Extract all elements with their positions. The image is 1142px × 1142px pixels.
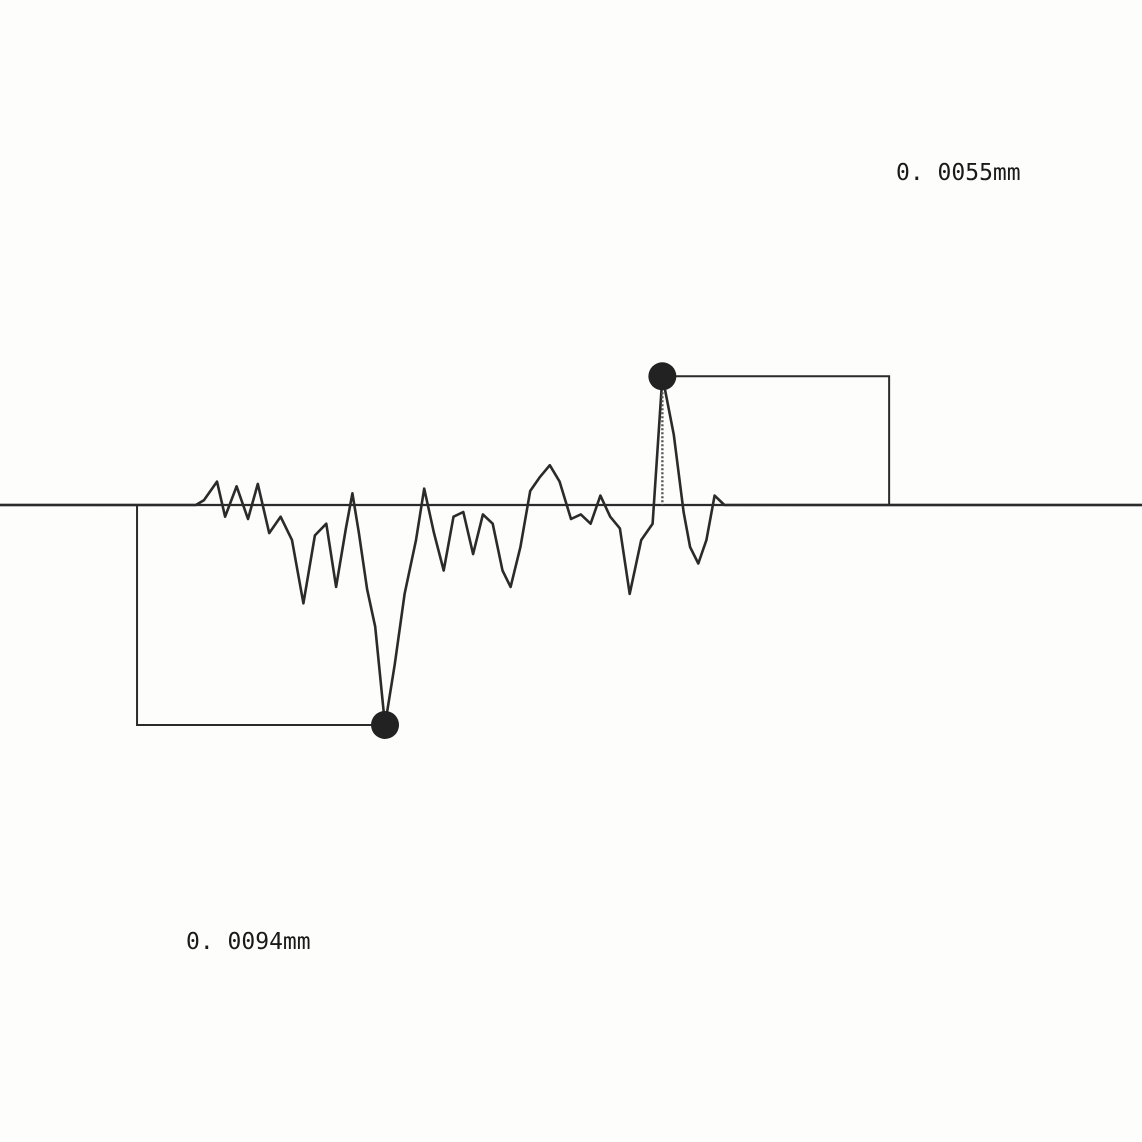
max-peak-marker (648, 362, 677, 391)
profile-point (433, 532, 435, 534)
profile-point (1043, 504, 1045, 506)
profile-point (880, 504, 882, 506)
profile-point (746, 504, 749, 506)
profile-point (792, 504, 794, 506)
max-valley-marker (371, 710, 400, 739)
profile-point (314, 534, 316, 537)
profile-point (472, 553, 474, 555)
profile-point (529, 490, 532, 492)
profile-point (393, 663, 396, 665)
profile-point (351, 492, 354, 495)
profile-point (945, 504, 948, 506)
profile-point (814, 504, 817, 506)
profile-point (764, 504, 766, 506)
profile-trace-line (0, 375, 1142, 727)
profile-point (570, 518, 572, 520)
profile-point (519, 546, 522, 548)
peak-height-label: 0. 0055mm (896, 160, 1021, 186)
profile-point (452, 515, 455, 518)
profile-point (539, 476, 541, 478)
profile-point (335, 586, 337, 588)
profile-point (651, 522, 654, 525)
profile-point (619, 527, 621, 530)
profile-point (415, 539, 417, 541)
profile-point (291, 539, 293, 541)
profile-point (509, 586, 512, 588)
profile-point (462, 511, 465, 513)
profile-point (403, 593, 406, 595)
profile-point (325, 522, 328, 525)
profile-point (609, 515, 612, 518)
profile-point (558, 480, 561, 483)
profile-point (756, 504, 758, 506)
profile-point (366, 588, 368, 591)
profile-point (672, 433, 675, 436)
profile-point (442, 569, 445, 572)
profile-point (482, 513, 484, 516)
profile-point (599, 494, 602, 497)
profile-point (798, 504, 801, 506)
profile-point (491, 522, 494, 525)
profile-point (203, 499, 205, 502)
profile-point (713, 494, 716, 497)
valley-depth-label: 0. 0094mm (186, 929, 311, 955)
profile-point (374, 625, 377, 628)
profile-point (268, 532, 271, 534)
profile-point (689, 546, 691, 548)
profile-point (697, 562, 700, 565)
profile-point (345, 527, 347, 530)
profile-point (640, 539, 643, 541)
profile-point (224, 515, 227, 518)
profile-point (723, 504, 726, 506)
profile-point (302, 602, 305, 605)
extreme-marker-layer (371, 362, 677, 739)
profile-point (628, 593, 631, 595)
profile-point (772, 504, 775, 506)
peak-measure-bracket (662, 375, 891, 505)
measurement-bracket-layer (136, 375, 891, 726)
profile-point (279, 515, 282, 518)
profile-point (0, 504, 1, 506)
profile-point (145, 504, 148, 506)
profile-point (705, 539, 708, 541)
profile-point (579, 513, 582, 516)
profile-point (423, 487, 426, 490)
profile-point (97, 504, 99, 506)
profile-point (782, 504, 784, 506)
profile-point (216, 480, 218, 483)
profile-trace-layer (0, 375, 1142, 727)
profile-point (682, 511, 685, 513)
profile-point (548, 464, 551, 467)
profile-point (194, 504, 197, 506)
profile-point (358, 532, 360, 534)
profile-point (247, 518, 249, 520)
profile-point (235, 485, 238, 488)
valley-measure-bracket (136, 505, 386, 726)
profile-point (734, 504, 737, 506)
profile-point (256, 483, 259, 485)
profile-point (589, 522, 592, 525)
profile-point (501, 569, 504, 572)
